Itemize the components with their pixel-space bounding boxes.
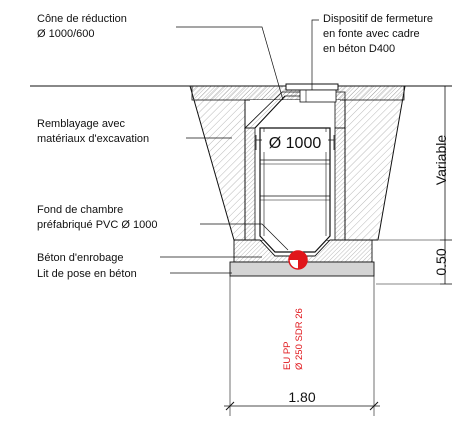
label-cone-1: Cône de réduction xyxy=(37,13,127,25)
cover-neck xyxy=(299,89,337,103)
label-backfill-1: Remblayage avec xyxy=(37,118,126,130)
label-closure-1: Dispositif de fermeture xyxy=(323,13,433,25)
pvc-chamber xyxy=(259,127,331,253)
trench-width-text: 1.80 xyxy=(288,389,315,405)
pipe-label-line1: EU PP xyxy=(282,341,293,370)
shaft-diameter-text: Ø 1000 xyxy=(269,135,322,152)
leader-closure xyxy=(311,19,319,90)
label-chamber-2: préfabriqué PVC Ø 1000 xyxy=(37,219,157,231)
leader-cone xyxy=(176,26,284,101)
label-embedding: Béton d'enrobage xyxy=(37,252,124,264)
label-closure-3: en béton D400 xyxy=(323,43,395,55)
shaft-wall-right xyxy=(334,127,346,241)
label-chamber-1: Fond de chambre xyxy=(37,204,123,216)
label-backfill-2: matériaux d'excavation xyxy=(37,133,149,145)
label-closure-2: en fonte avec cadre xyxy=(323,28,420,40)
pipe-label-line2: Ø 250 SDR 26 xyxy=(294,308,305,370)
label-bedding: Lit de pose en béton xyxy=(37,268,137,280)
slab-thickness-text: 0.50 xyxy=(433,248,449,275)
shaft-wall-left xyxy=(244,127,256,241)
label-cone-2: Ø 1000/600 xyxy=(37,28,95,40)
depth-text: Variable xyxy=(433,135,449,186)
leader-chamber xyxy=(200,223,289,251)
